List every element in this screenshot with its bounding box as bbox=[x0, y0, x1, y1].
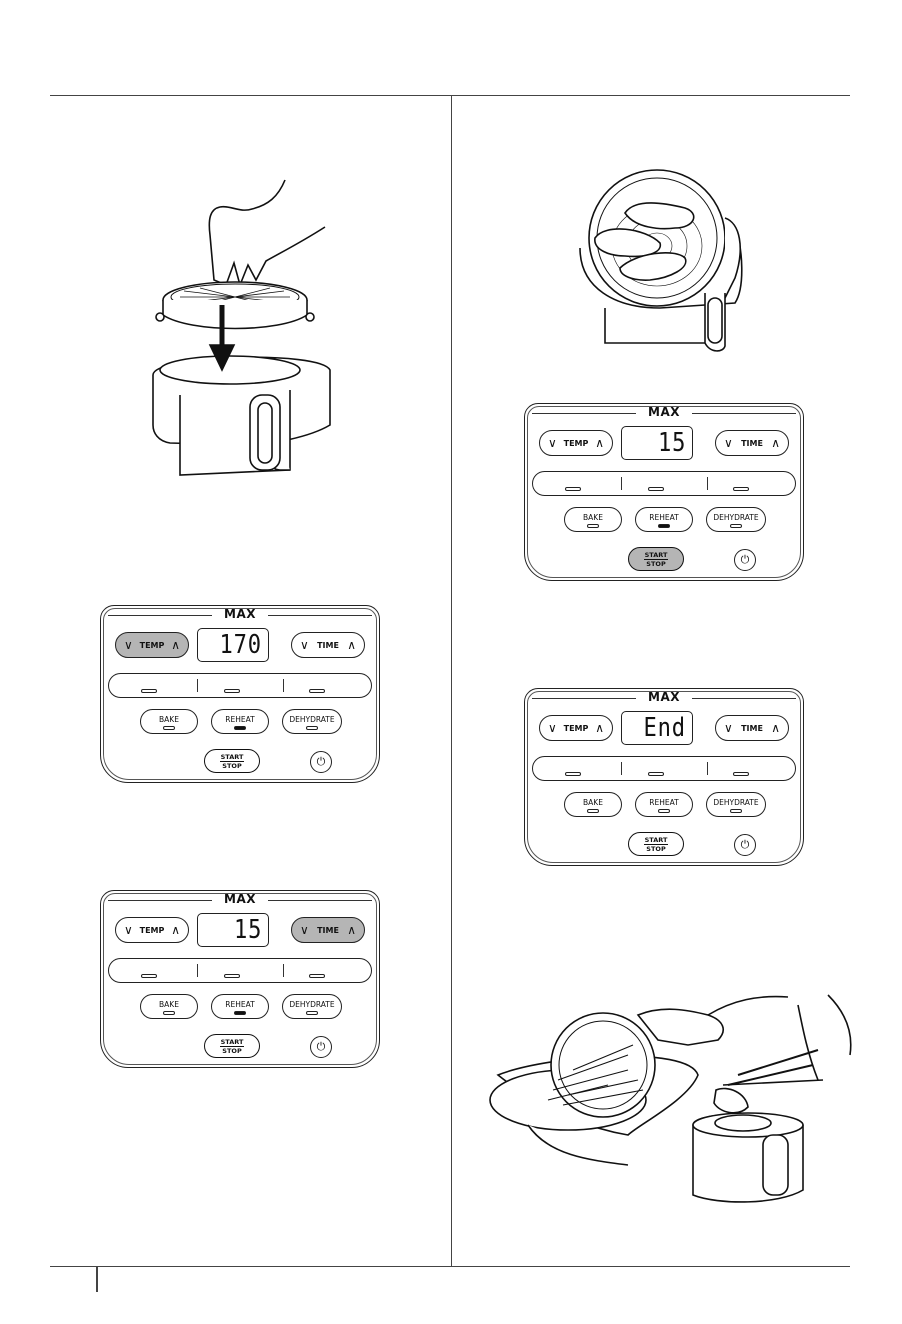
display-value: 15 bbox=[658, 429, 686, 457]
power-icon[interactable]: ⏻ bbox=[734, 549, 756, 571]
indicator-bar bbox=[532, 756, 796, 781]
time-label: TIME bbox=[317, 926, 339, 935]
chevron-up-icon: ∧ bbox=[347, 639, 356, 651]
power-icon[interactable]: ⏻ bbox=[310, 1036, 332, 1058]
temp-button[interactable]: ∨ TEMP ∧ bbox=[539, 430, 613, 456]
display-value: 15 bbox=[234, 916, 262, 944]
max-label: MAX bbox=[524, 405, 804, 419]
dehydrate-button[interactable]: DEHYDRATE bbox=[282, 709, 342, 734]
chevron-down-icon: ∨ bbox=[124, 924, 133, 936]
removing-food-illustration bbox=[488, 985, 858, 1215]
chevron-down-icon: ∨ bbox=[724, 437, 733, 449]
indicator-light bbox=[733, 487, 749, 491]
top-rule bbox=[50, 95, 850, 96]
temp-label: TEMP bbox=[140, 641, 165, 650]
time-button[interactable]: ∨ TIME ∧ bbox=[715, 430, 789, 456]
indicator-bar bbox=[108, 673, 372, 698]
indicator-light bbox=[309, 974, 325, 978]
max-label: MAX bbox=[100, 892, 380, 906]
time-label: TIME bbox=[317, 641, 339, 650]
bake-button[interactable]: BAKE bbox=[564, 507, 622, 532]
display: End bbox=[621, 711, 693, 745]
max-label: MAX bbox=[100, 607, 380, 621]
reheat-button[interactable]: REHEAT bbox=[211, 709, 269, 734]
control-panel-time-15: MAX ∨ TEMP ∧ 15 ∨ TIME ∧ BAKE REHEAT DEH… bbox=[100, 890, 380, 1068]
temp-label: TEMP bbox=[140, 926, 165, 935]
indicator-light bbox=[309, 689, 325, 693]
chevron-down-icon: ∨ bbox=[300, 924, 309, 936]
dehydrate-button[interactable]: DEHYDRATE bbox=[282, 994, 342, 1019]
temp-button[interactable]: ∨ TEMP ∧ bbox=[115, 917, 189, 943]
indicator-light bbox=[141, 689, 157, 693]
indicator-bar bbox=[532, 471, 796, 496]
indicator-light bbox=[141, 974, 157, 978]
display-value: End bbox=[644, 714, 686, 742]
control-panel-end: MAX ∨ TEMP ∧ End ∨ TIME ∧ BAKE REHEAT DE… bbox=[524, 688, 804, 866]
temp-button[interactable]: ∨ TEMP ∧ bbox=[539, 715, 613, 741]
indicator-light bbox=[648, 487, 664, 491]
time-button[interactable]: ∨ TIME ∧ bbox=[291, 632, 365, 658]
bake-button[interactable]: BAKE bbox=[140, 994, 198, 1019]
chevron-down-icon: ∨ bbox=[724, 722, 733, 734]
bake-button[interactable]: BAKE bbox=[140, 709, 198, 734]
dehydrate-button[interactable]: DEHYDRATE bbox=[706, 792, 766, 817]
crisper-plate-illustration bbox=[150, 175, 340, 480]
chevron-up-icon: ∧ bbox=[171, 639, 180, 651]
display: 170 bbox=[197, 628, 269, 662]
reheat-button[interactable]: REHEAT bbox=[211, 994, 269, 1019]
chevron-down-icon: ∨ bbox=[300, 639, 309, 651]
power-icon[interactable]: ⏻ bbox=[734, 834, 756, 856]
bake-button[interactable]: BAKE bbox=[564, 792, 622, 817]
indicator-light bbox=[224, 689, 240, 693]
chevron-down-icon: ∨ bbox=[548, 722, 557, 734]
chevron-up-icon: ∧ bbox=[595, 437, 604, 449]
chevron-up-icon: ∧ bbox=[171, 924, 180, 936]
time-button[interactable]: ∨ TIME ∧ bbox=[715, 715, 789, 741]
indicator-light bbox=[733, 772, 749, 776]
max-label: MAX bbox=[524, 690, 804, 704]
indicator-light bbox=[565, 772, 581, 776]
footer-tick bbox=[96, 1266, 98, 1292]
indicator-light bbox=[648, 772, 664, 776]
time-label: TIME bbox=[741, 724, 763, 733]
indicator-light bbox=[565, 487, 581, 491]
chevron-down-icon: ∨ bbox=[124, 639, 133, 651]
time-button[interactable]: ∨ TIME ∧ bbox=[291, 917, 365, 943]
indicator-bar bbox=[108, 958, 372, 983]
column-divider bbox=[451, 96, 452, 1266]
bottom-rule bbox=[50, 1266, 850, 1267]
display: 15 bbox=[621, 426, 693, 460]
chevron-up-icon: ∧ bbox=[771, 722, 780, 734]
chevron-down-icon: ∨ bbox=[548, 437, 557, 449]
display: 15 bbox=[197, 913, 269, 947]
chevron-up-icon: ∧ bbox=[771, 437, 780, 449]
food-in-basket-illustration bbox=[575, 168, 760, 358]
reheat-button[interactable]: REHEAT bbox=[635, 792, 693, 817]
dehydrate-button[interactable]: DEHYDRATE bbox=[706, 507, 766, 532]
control-panel-temp-170: MAX ∨ TEMP ∧ 170 ∨ TIME ∧ BAKE REHEAT DE… bbox=[100, 605, 380, 783]
indicator-light bbox=[224, 974, 240, 978]
chevron-up-icon: ∧ bbox=[595, 722, 604, 734]
chevron-up-icon: ∧ bbox=[347, 924, 356, 936]
control-panel-start-15: MAX ∨ TEMP ∧ 15 ∨ TIME ∧ BAKE REHEAT DEH… bbox=[524, 403, 804, 581]
power-icon[interactable]: ⏻ bbox=[310, 751, 332, 773]
temp-label: TEMP bbox=[564, 724, 589, 733]
reheat-button[interactable]: REHEAT bbox=[635, 507, 693, 532]
display-value: 170 bbox=[220, 631, 262, 659]
temp-label: TEMP bbox=[564, 439, 589, 448]
time-label: TIME bbox=[741, 439, 763, 448]
temp-button[interactable]: ∨ TEMP ∧ bbox=[115, 632, 189, 658]
